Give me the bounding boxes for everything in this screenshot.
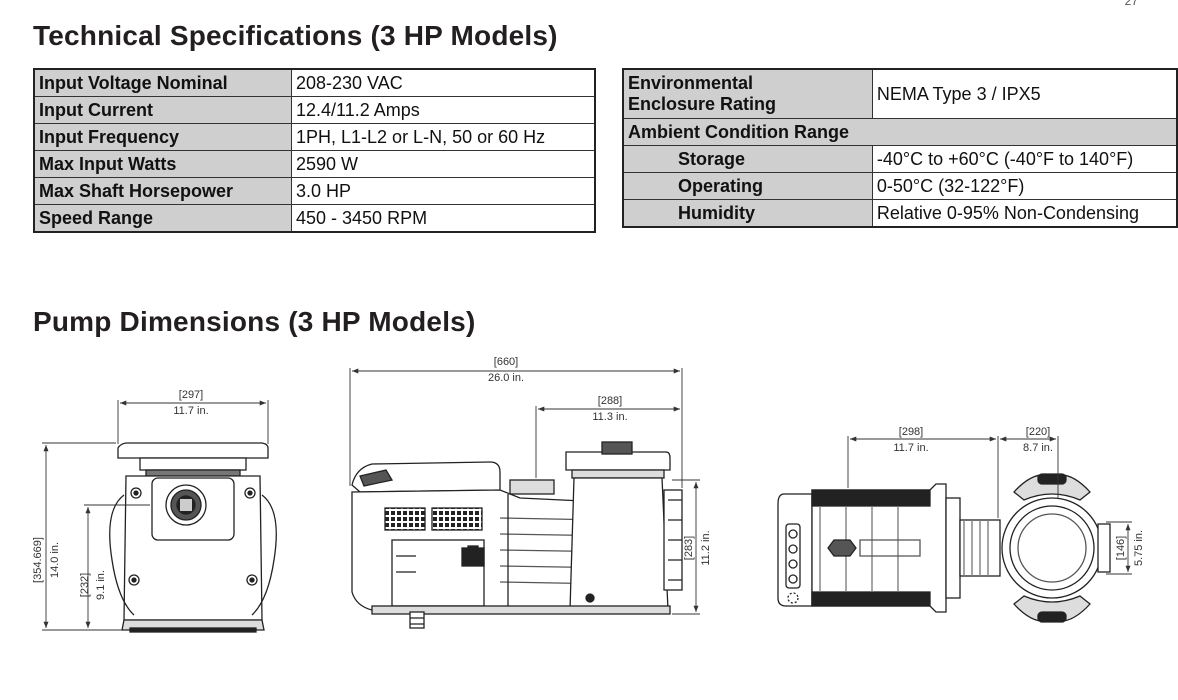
front-width-in: 11.7 in.: [173, 405, 208, 417]
pump-dimensions-heading: Pump Dimensions (3 HP Models): [33, 306, 476, 337]
environmental-specs-table: Environmental Enclosure Rating NEMA Type…: [622, 68, 1178, 228]
side-length-mm: [660]: [494, 356, 518, 368]
spec-value: 1PH, L1-L2 or L-N, 50 or 60 Hz: [291, 123, 596, 151]
page-number: 27: [1124, 0, 1138, 8]
top-view-dimensions: [847, 436, 1132, 575]
top-width-in: 5.75 in.: [1133, 530, 1145, 566]
front-height-mm: [354.669]: [32, 537, 44, 583]
spec-label: Max Input Watts: [33, 150, 292, 178]
pump-side-view: [351, 441, 683, 629]
table-row: Humidity Relative 0-95% Non-Condensing: [622, 199, 1178, 228]
technical-specs-heading: Technical Specifications (3 HP Models): [33, 20, 558, 51]
electrical-specs-table: Input Voltage Nominal 208-230 VAC Input …: [33, 68, 596, 233]
spec-value: 2590 W: [291, 150, 596, 178]
front-view-dimensions: [42, 400, 269, 631]
enclosure-rating-label: Environmental Enclosure Rating: [622, 68, 873, 119]
side-view-dimensions: [349, 368, 700, 615]
top-motor-mm: [298]: [899, 426, 923, 438]
table-row: Speed Range 450 - 3450 RPM: [33, 204, 596, 233]
front-height-in: 14.0 in.: [49, 542, 61, 578]
front-center-in: 9.1 in.: [95, 570, 107, 600]
front-center-mm: [232]: [79, 573, 91, 597]
table-row: Input Frequency 1PH, L1-L2 or L-N, 50 or…: [33, 123, 596, 151]
spec-value: 3.0 HP: [291, 177, 596, 205]
side-height-mm: [283]: [683, 536, 695, 560]
side-basket-in: 11.3 in.: [592, 411, 627, 423]
top-width-mm: [146]: [1115, 536, 1127, 560]
table-row: Input Current 12.4/11.2 Amps: [33, 96, 596, 124]
front-width-mm: [297]: [179, 389, 203, 401]
top-port-mm: [220]: [1026, 426, 1050, 438]
table-row: Operating 0-50°C (32-122°F): [622, 172, 1178, 200]
enclosure-rating-value: NEMA Type 3 / IPX5: [871, 68, 1178, 119]
condition-value: Relative 0-95% Non-Condensing: [871, 199, 1178, 228]
top-port-in: 8.7 in.: [1023, 442, 1053, 454]
spec-label: Speed Range: [33, 204, 292, 233]
table-row: Ambient Condition Range: [622, 118, 1178, 146]
top-motor-in: 11.7 in.: [893, 442, 928, 454]
spec-value: 450 - 3450 RPM: [291, 204, 596, 233]
spec-value: 12.4/11.2 Amps: [291, 96, 596, 124]
table-row: Max Shaft Horsepower 3.0 HP: [33, 177, 596, 205]
table-row: Max Input Watts 2590 W: [33, 150, 596, 178]
condition-label: Humidity: [622, 199, 873, 228]
side-height-in: 11.2 in.: [700, 530, 712, 565]
ambient-condition-header: Ambient Condition Range: [622, 118, 1178, 146]
spec-label: Input Current: [33, 96, 292, 124]
pump-top-view: [777, 473, 1111, 623]
side-length-in: 26.0 in.: [488, 372, 524, 384]
side-basket-mm: [288]: [598, 395, 622, 407]
pump-front-view: [109, 442, 277, 633]
condition-label: Operating: [622, 172, 873, 200]
spec-label: Input Frequency: [33, 123, 292, 151]
table-row: Storage -40°C to +60°C (-40°F to 140°F): [622, 145, 1178, 173]
spec-label: Input Voltage Nominal: [33, 68, 292, 97]
condition-value: -40°C to +60°C (-40°F to 140°F): [871, 145, 1178, 173]
spec-label: Max Shaft Horsepower: [33, 177, 292, 205]
condition-value: 0-50°C (32-122°F): [871, 172, 1178, 200]
condition-label: Storage: [622, 145, 873, 173]
table-row: Environmental Enclosure Rating NEMA Type…: [622, 68, 1178, 119]
